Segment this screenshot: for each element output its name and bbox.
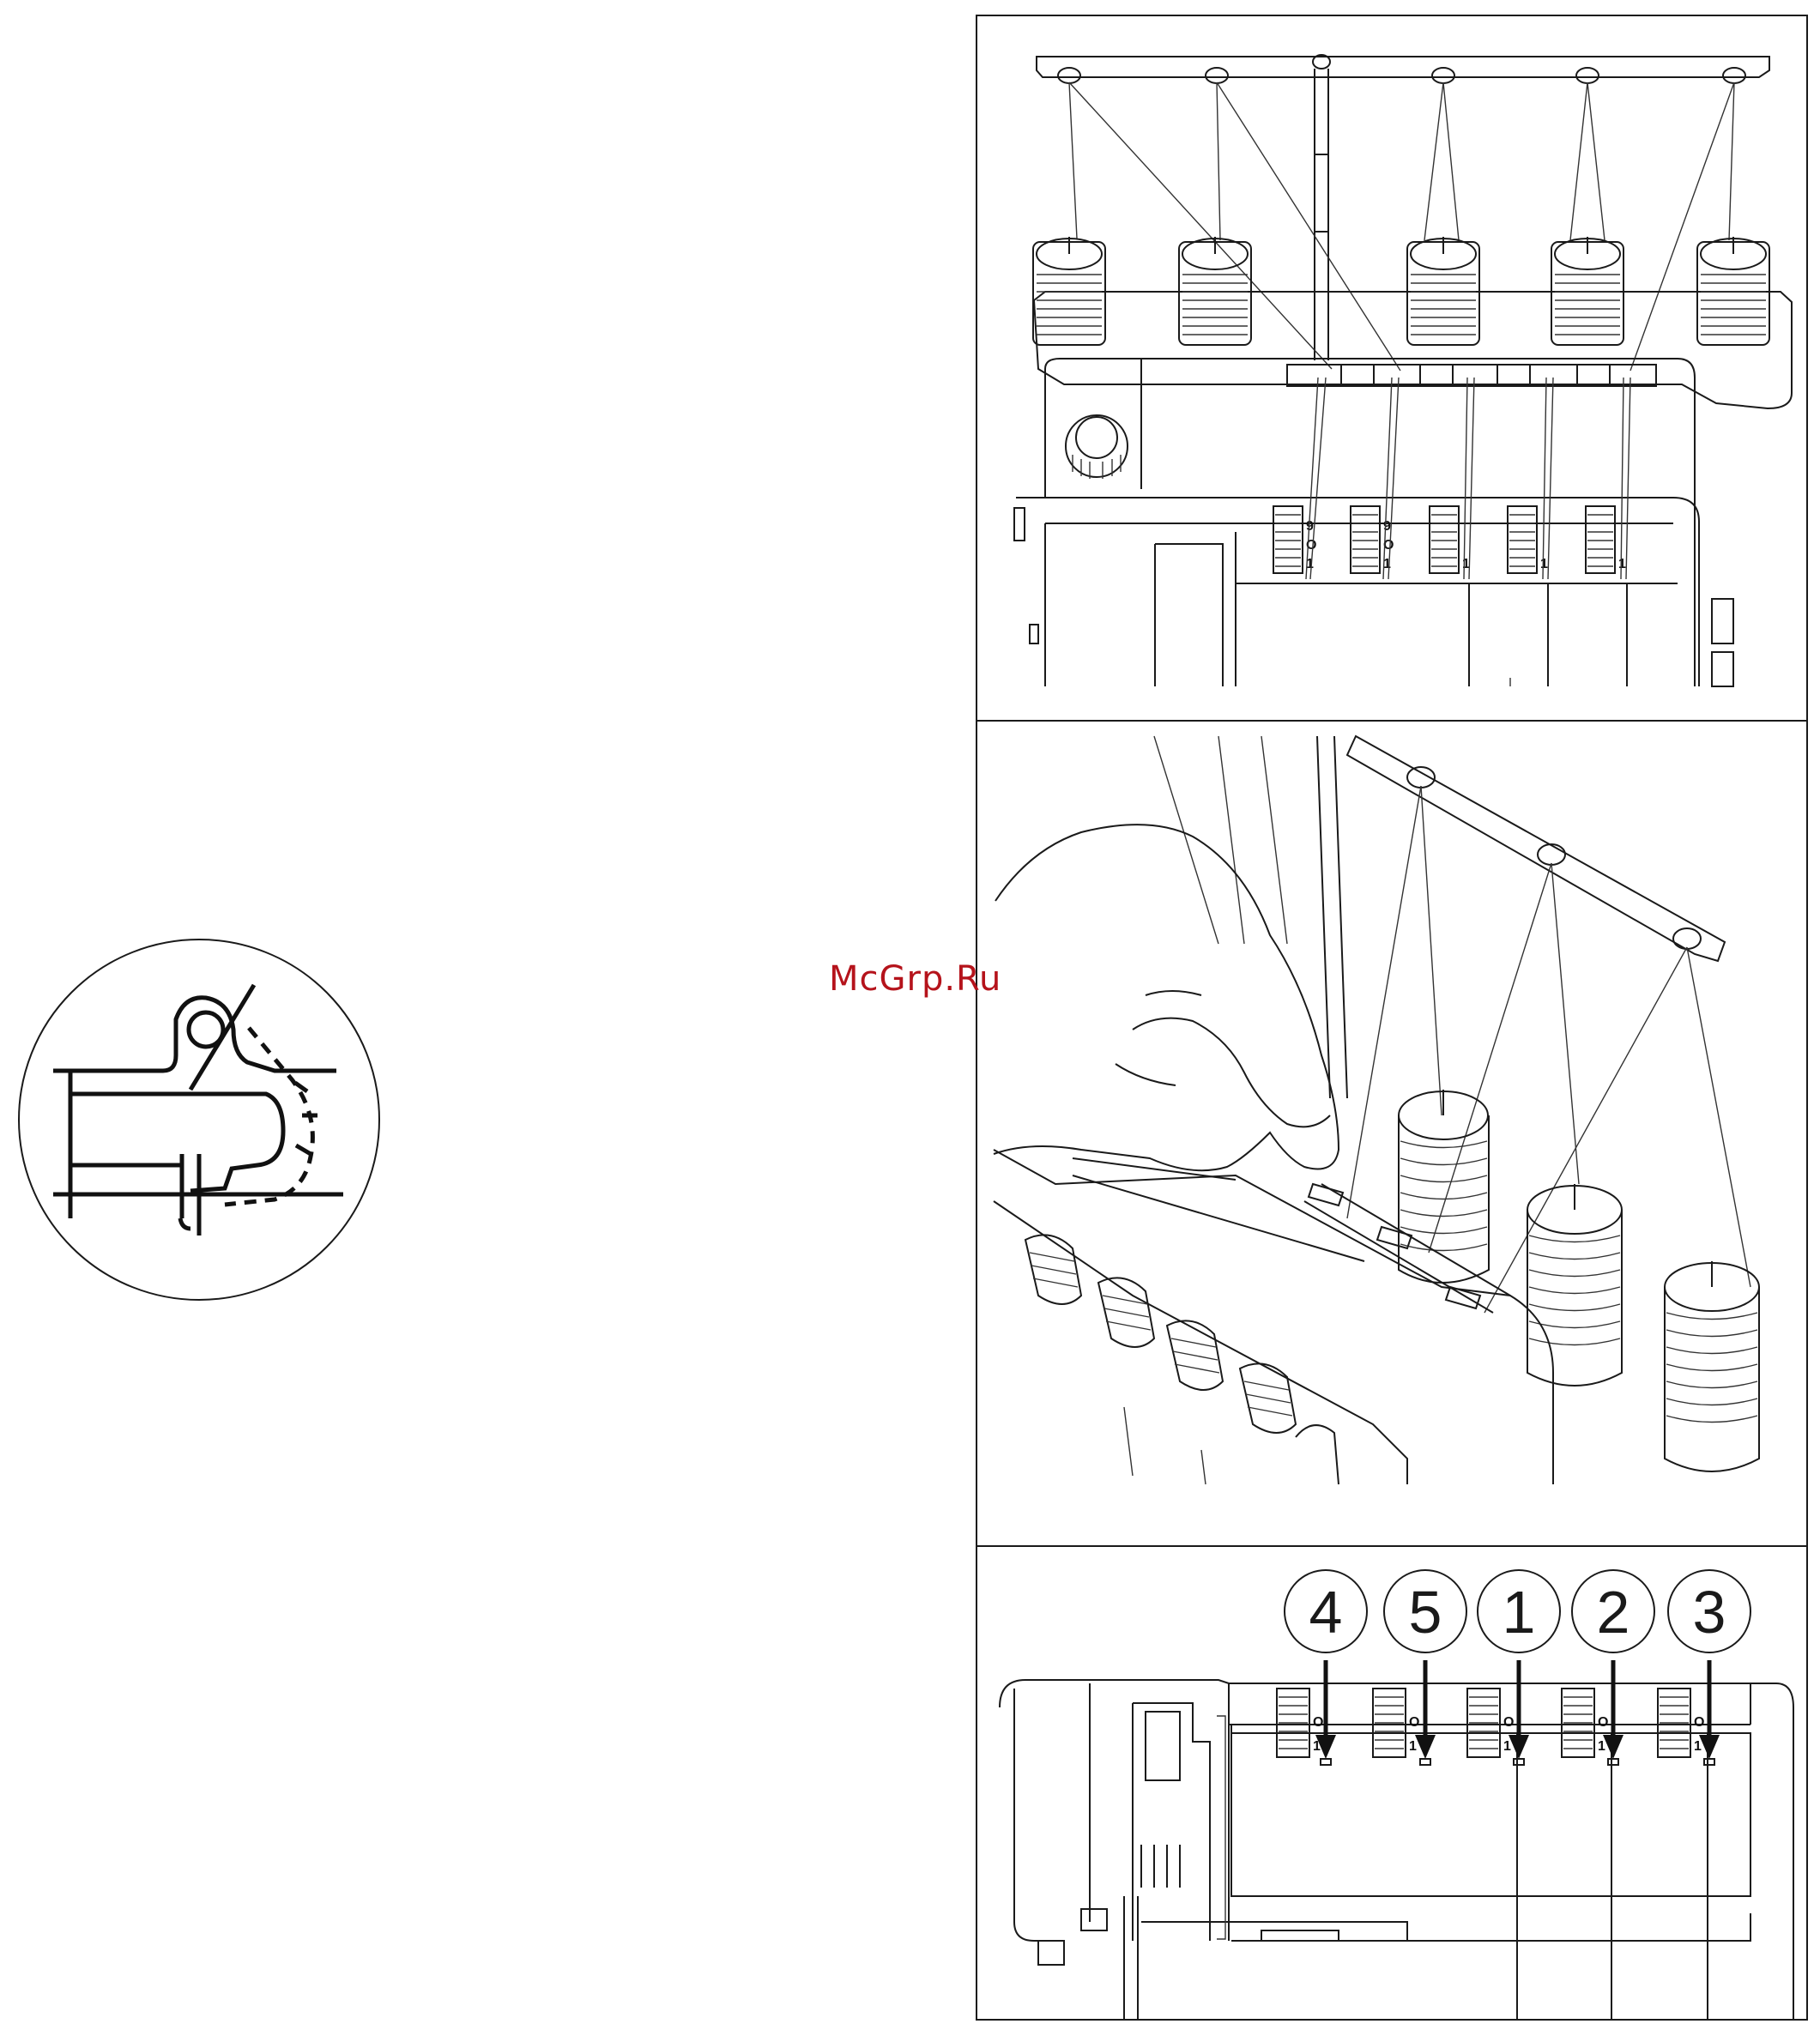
dial-b3-bottom-mark: 1 xyxy=(1503,1739,1511,1754)
thread-label-1: 1 xyxy=(1503,1579,1536,1646)
panel-bottom-thread-order: 4 5 1 2 3 xyxy=(977,1546,1807,2020)
tension-dials-bottom: O 1 O 1 O 1 O 1 O 1 xyxy=(1277,1689,1704,1757)
dial-b5-mid-mark: O xyxy=(1694,1715,1704,1730)
watermark: McGrp.Ru xyxy=(829,959,1001,999)
dial-b3-mid-mark: O xyxy=(1503,1715,1514,1730)
dial-4-bottom-mark: 1 xyxy=(1540,557,1548,571)
panel-top-thread-stand: 9 O 1 9 O 1 1 1 1 xyxy=(977,15,1807,721)
panel-bottom-border xyxy=(977,1546,1807,2020)
dial-5-bottom-mark: 1 xyxy=(1618,557,1626,571)
dial-b4-mid-mark: O xyxy=(1598,1715,1608,1730)
dial-b1-mid-mark: O xyxy=(1313,1715,1323,1730)
tension-disc-detail xyxy=(19,939,379,1300)
dial-b2-bottom-mark: 1 xyxy=(1409,1739,1417,1754)
panel-top-border xyxy=(977,15,1807,721)
dial-b4-bottom-mark: 1 xyxy=(1598,1739,1605,1754)
dial-b5-bottom-mark: 1 xyxy=(1694,1739,1702,1754)
thread-label-4: 4 xyxy=(1309,1579,1343,1646)
spools-middle xyxy=(1399,1090,1759,1471)
panel-middle-border xyxy=(977,721,1807,1546)
thread-label-2: 2 xyxy=(1597,1579,1630,1646)
dial-2-top-mark: 9 xyxy=(1383,519,1391,534)
panel-middle-threading-hand xyxy=(977,721,1807,1546)
thread-number-labels: 4 5 1 2 3 xyxy=(1285,1570,1750,1652)
thread-label-3: 3 xyxy=(1693,1579,1726,1646)
detail-circle xyxy=(19,939,379,1300)
dial-b2-mid-mark: O xyxy=(1409,1715,1419,1730)
tension-dials-top: 9 O 1 9 O 1 1 1 1 xyxy=(1273,506,1626,573)
thread-label-5: 5 xyxy=(1409,1579,1442,1646)
